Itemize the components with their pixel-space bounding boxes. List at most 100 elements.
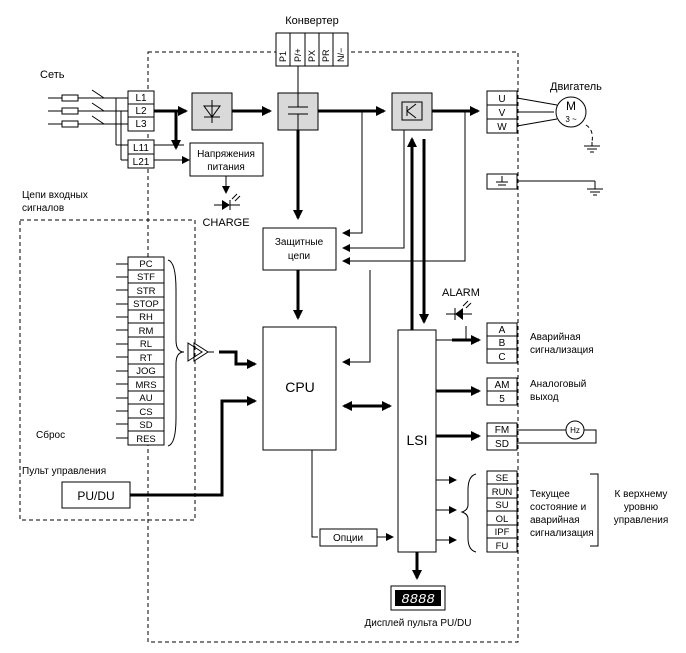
capacitor-block xyxy=(277,92,319,131)
protective-circuits-block: Защитные цепи xyxy=(262,227,337,271)
status-label-2: состояние и xyxy=(530,502,586,513)
mains-input xyxy=(48,89,128,161)
status-label-4: сигнализация xyxy=(530,528,594,539)
terminal-c: C xyxy=(498,352,505,363)
terminal-5: 5 xyxy=(499,394,505,405)
terminal-se: SE xyxy=(496,473,509,484)
input-terminal-cs: CS xyxy=(139,407,152,418)
status-brace xyxy=(460,473,477,553)
protective-label-2: цепи xyxy=(288,251,310,262)
input-terminal-rl: RL xyxy=(140,339,152,350)
ground-icon xyxy=(584,142,600,153)
terminal-fm: FM xyxy=(495,425,509,436)
status-terminal-block: SE RUN SU OL IPF FU xyxy=(486,470,518,553)
terminal-l1: L1 xyxy=(135,93,147,104)
upper-level-label-2: уровню xyxy=(624,502,659,513)
status-label-1: Текущее xyxy=(530,489,570,500)
input-signals-enclosure xyxy=(19,219,196,521)
motor-label: Двигатель xyxy=(550,81,602,93)
charge-label: CHARGE xyxy=(202,217,249,229)
cpu-block: CPU xyxy=(262,326,337,451)
analog-output-label-1: Аналоговый xyxy=(530,379,586,390)
alarm-terminal-block: A B C xyxy=(486,322,518,364)
converter-label: Конвертер xyxy=(285,15,338,27)
fuse-icon xyxy=(61,94,79,102)
converter-terminal-block: P1 P/+ PX PR N/− xyxy=(275,32,349,67)
display-caption: Дисплей пульта PU/DU xyxy=(365,618,472,629)
analog-terminal-block: AM 5 xyxy=(486,377,518,406)
input-terminal-mrs: MRS xyxy=(135,380,156,391)
converter-terminal-p1: P1 xyxy=(278,51,288,62)
pudu-block: PU/DU xyxy=(61,481,131,509)
terminal-b: B xyxy=(499,338,506,349)
lsi-block: LSI xyxy=(397,329,437,553)
power-supply-block: Напряжения питания xyxy=(189,142,264,177)
rectifier-block xyxy=(191,92,233,131)
display-digits: 8888 xyxy=(401,592,435,608)
terminal-l21: L21 xyxy=(133,157,150,168)
terminal-run: RUN xyxy=(492,487,513,498)
svg-text:M: M xyxy=(566,99,576,113)
converter-terminal-px: PX xyxy=(307,50,317,62)
input-terminal-str: STR xyxy=(137,286,156,297)
options-label: Опции xyxy=(333,533,363,544)
alarm-output-label-2: сигнализация xyxy=(530,345,594,356)
analog-output-label-2: выход xyxy=(530,392,559,403)
status-bracket xyxy=(590,473,599,547)
terminal-a: A xyxy=(499,325,506,336)
terminal-l2: L2 xyxy=(135,106,147,117)
terminal-l11: L11 xyxy=(133,143,149,154)
input-wires xyxy=(116,263,128,439)
display-block: 8888 xyxy=(390,585,446,611)
terminal-ol: OL xyxy=(496,514,509,525)
power-supply-label-2: питания xyxy=(207,162,245,173)
frequency-meter-icon: Hz xyxy=(565,420,585,440)
input-terminal-stf: STF xyxy=(137,272,155,283)
terminal-v: V xyxy=(499,108,506,119)
input-circuits-label-1: Цепи входных xyxy=(22,190,88,201)
terminal-u: U xyxy=(498,94,505,105)
alarm-led-icon xyxy=(446,300,472,320)
control-power-terminal-block: L11 L21 xyxy=(127,139,155,169)
terminal-su: SU xyxy=(495,500,508,511)
input-terminal-sd: SD xyxy=(139,420,152,431)
input-terminal-rm: RM xyxy=(139,326,154,337)
power-supply-label-1: Напряжения xyxy=(197,149,255,160)
ground-terminal xyxy=(486,173,518,190)
converter-terminal-pr: PR xyxy=(321,49,331,62)
fuse-icon xyxy=(61,107,79,115)
terminal-w: W xyxy=(497,122,507,133)
input-terminal-jog: JOG xyxy=(136,366,156,377)
input-terminal-rh: RH xyxy=(139,312,153,323)
motor-terminal-block: U V W xyxy=(486,90,518,134)
protective-label-1: Защитные xyxy=(275,237,324,248)
status-label-3: аварийная xyxy=(530,515,580,526)
inverter-igbt-block xyxy=(391,92,433,131)
motor-icon: M 3 ~ xyxy=(555,96,587,128)
fm-terminal-block: FM SD xyxy=(486,422,518,451)
terminal-fm-sd: SD xyxy=(495,439,509,450)
input-brace xyxy=(167,259,185,447)
terminal-l3: L3 xyxy=(135,119,147,130)
terminal-fu: FU xyxy=(496,541,509,552)
reset-label: Сброс xyxy=(36,429,65,441)
ground-icon xyxy=(587,181,603,196)
mains-terminal-block: L1 L2 L3 xyxy=(127,90,155,132)
converter-terminal-n-minus: N/− xyxy=(336,48,346,62)
optocoupler-icon xyxy=(187,342,214,362)
charge-led-icon xyxy=(214,193,241,210)
input-terminal-au: AU xyxy=(139,393,152,404)
cpu-label: CPU xyxy=(285,379,315,395)
terminal-am: AM xyxy=(495,380,510,391)
upper-level-label-3: управления xyxy=(614,515,669,526)
input-circuits-label-2: сигналов xyxy=(22,203,64,214)
network-label: Сеть xyxy=(40,69,65,81)
lsi-label: LSI xyxy=(406,432,427,448)
upper-level-label-1: К верхнему xyxy=(615,489,668,500)
converter-terminal-p-plus: P/+ xyxy=(293,48,303,62)
svg-text:Hz: Hz xyxy=(570,426,580,435)
options-block: Опции xyxy=(319,528,378,547)
input-terminal-stop: STOP xyxy=(133,299,159,310)
input-terminal-pc: PC xyxy=(139,259,152,270)
